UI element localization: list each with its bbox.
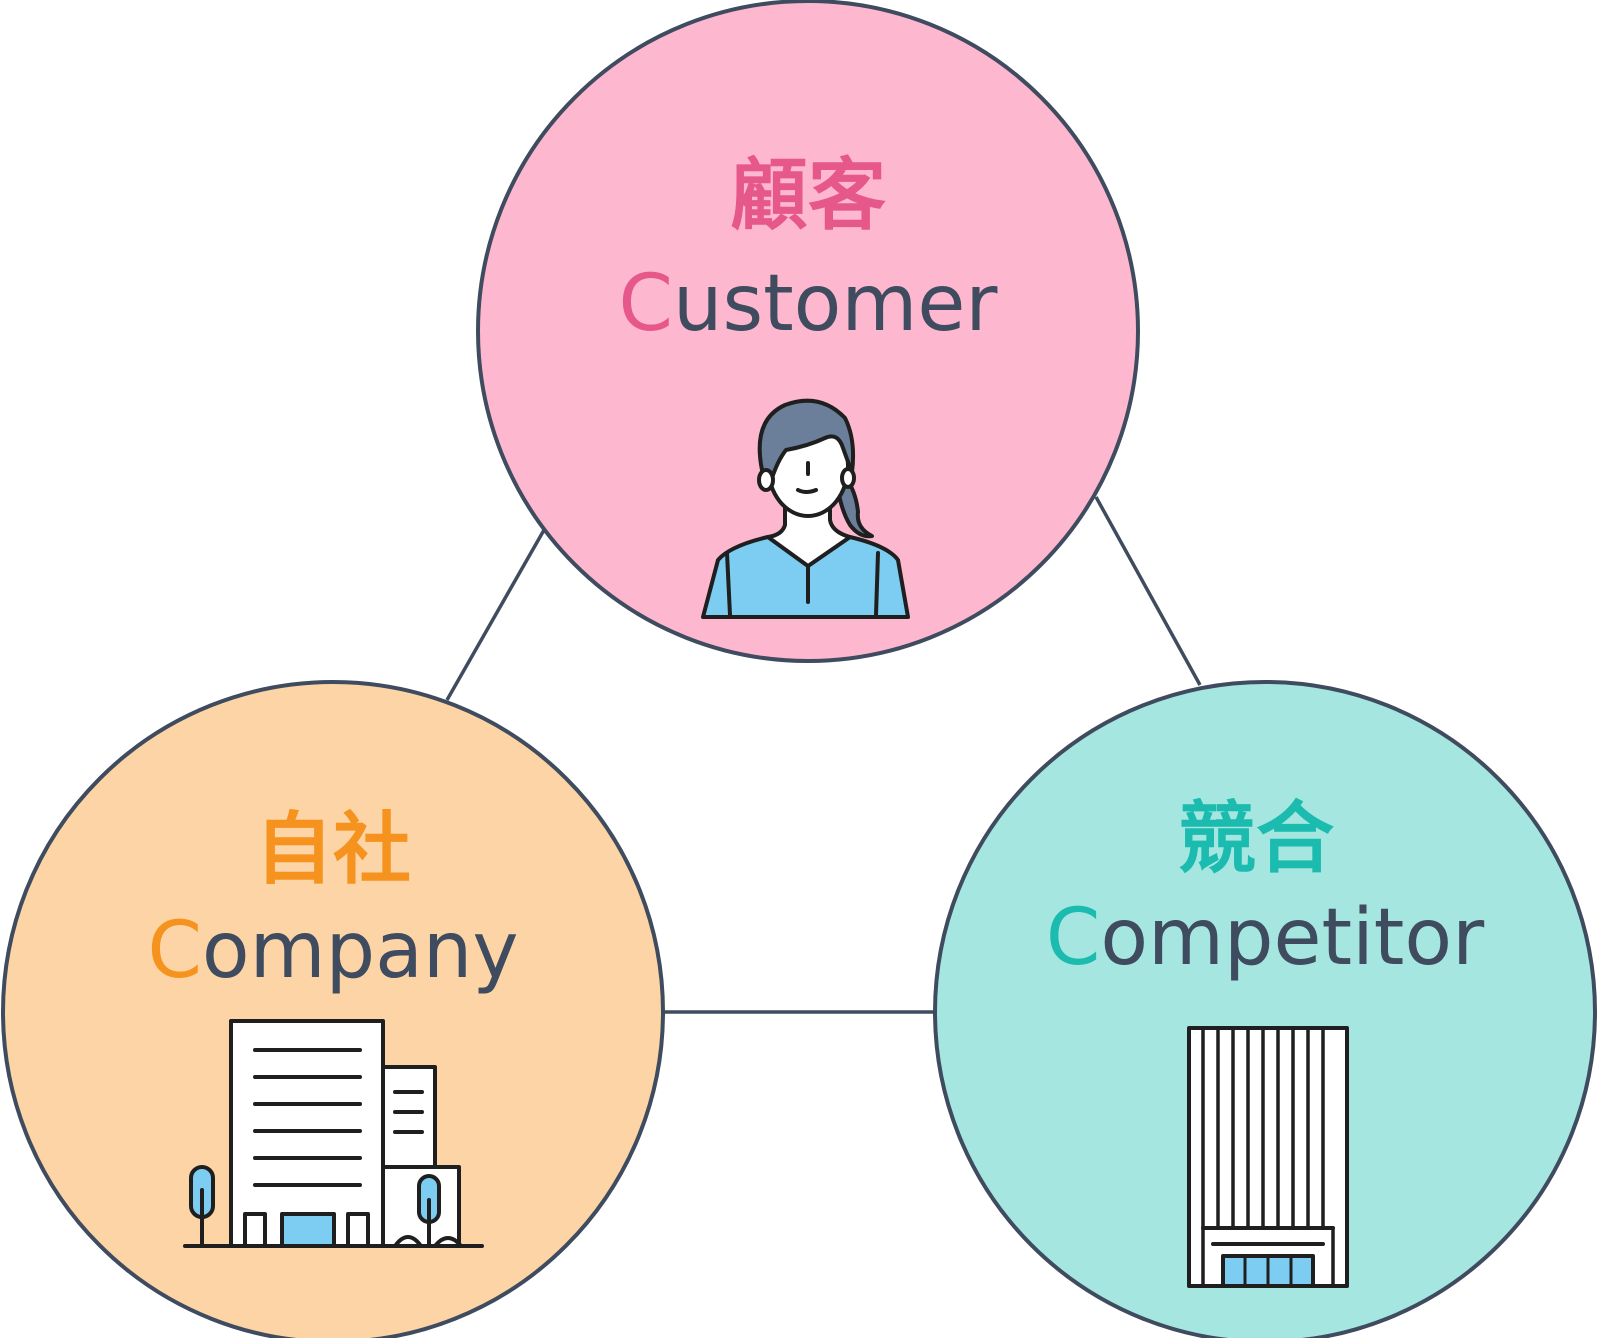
customer-initial: C — [619, 259, 673, 349]
company-rest: ompany — [202, 906, 519, 996]
line-customer-competitor — [1094, 496, 1202, 686]
company-circle — [1, 680, 665, 1338]
competitor-circle — [933, 680, 1597, 1338]
company-en-label: Company — [147, 906, 518, 996]
woman-person-icon — [701, 398, 910, 619]
customer-rest: ustomer — [673, 259, 998, 349]
competitor-en-label: Competitor — [1046, 893, 1485, 983]
competitor-jp-label: 競合 — [1178, 794, 1334, 884]
customer-en-label: Customer — [619, 259, 999, 349]
connector-lines — [445, 496, 1202, 1014]
company-jp-label: 自社 — [255, 805, 411, 895]
tall-building-icon — [1187, 1026, 1349, 1288]
customer-node: 顧客 Customer — [476, 0, 1140, 663]
competitor-initial: C — [1046, 893, 1100, 983]
office-building-icon — [183, 1019, 484, 1248]
competitor-rest: ompetitor — [1100, 893, 1485, 983]
customer-circle — [476, 0, 1140, 663]
customer-jp-label: 顧客 — [730, 151, 886, 241]
company-node: 自社 Company — [1, 680, 665, 1338]
line-customer-company — [445, 529, 546, 701]
company-initial: C — [147, 906, 201, 996]
competitor-node: 競合 Competitor — [933, 680, 1597, 1338]
